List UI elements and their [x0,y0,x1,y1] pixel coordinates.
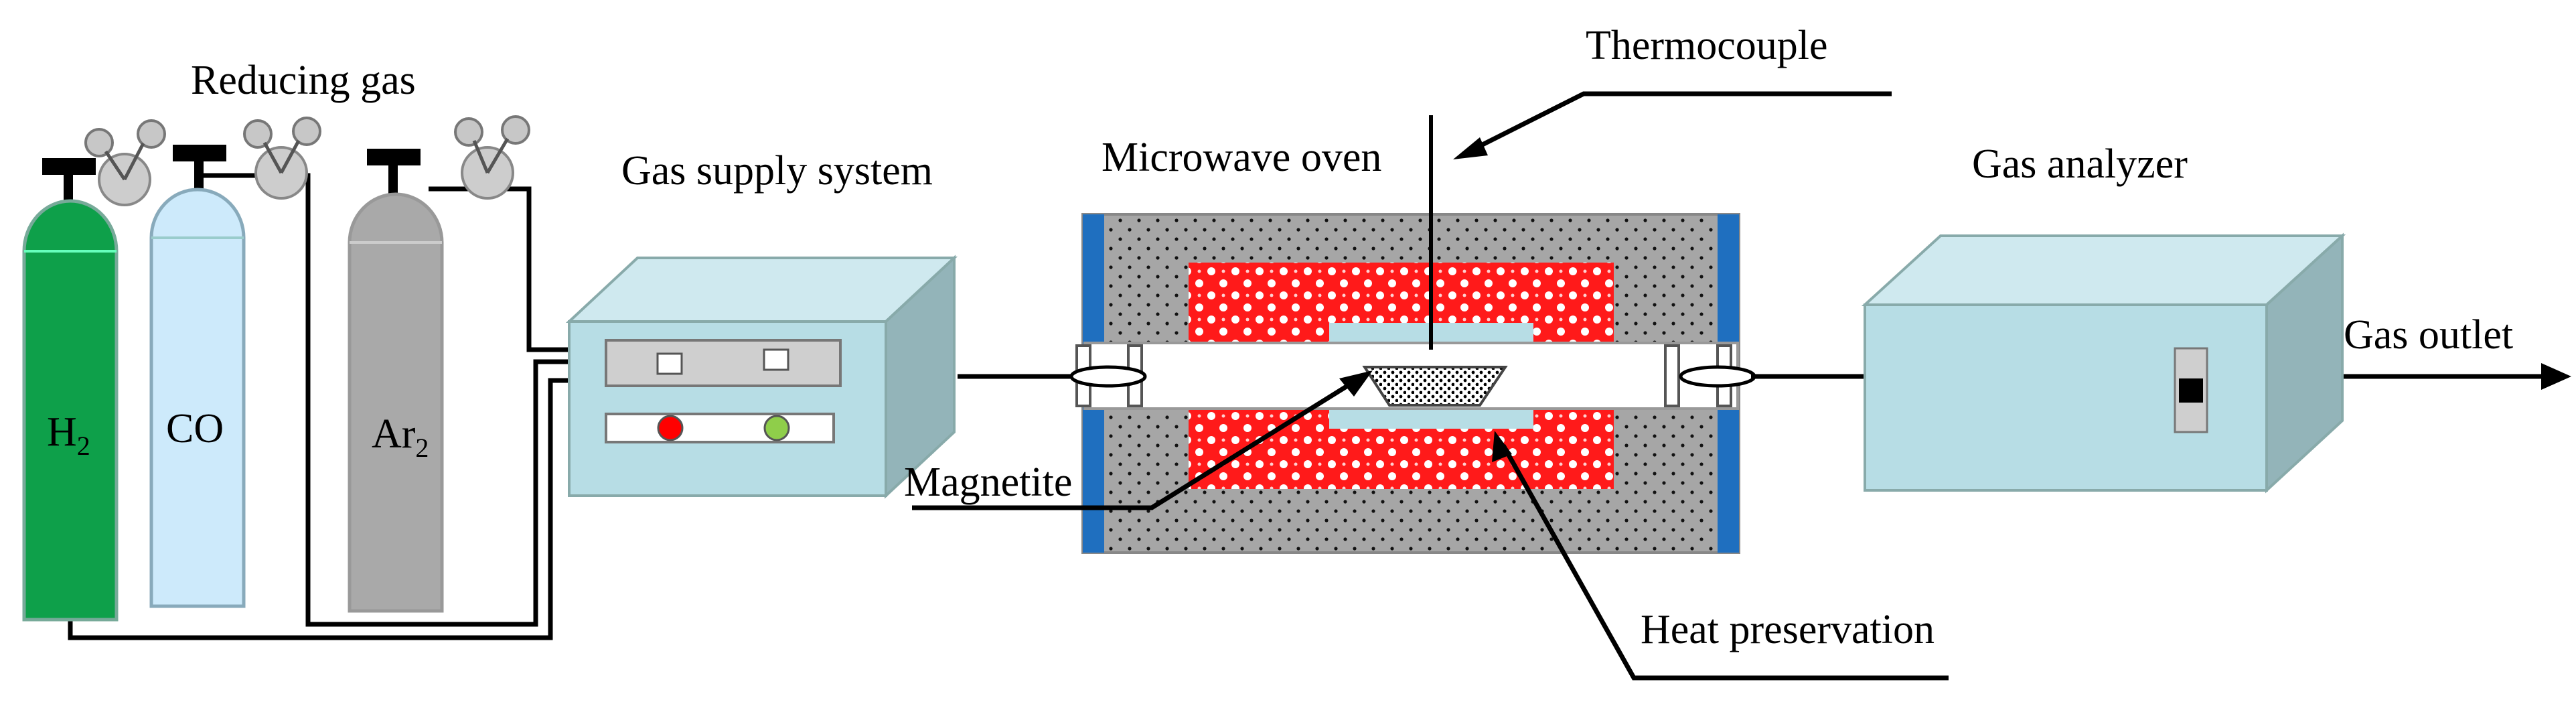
cylinder-co-label: CO [166,406,224,451]
svg-text:Heat preservation: Heat preservation [1641,607,1935,652]
microwave-oven [1069,115,1756,554]
cylinder-co: CO [149,117,321,608]
svg-text:Thermocouple: Thermocouple [1586,23,1828,68]
indicator-red [657,415,684,441]
magnetite-callout: Magnetite [904,370,1373,510]
indicator-green [763,415,790,441]
gas-outlet-arrow [2344,363,2571,390]
label-reducing-gas: Reducing gas [191,58,416,103]
svg-text:Magnetite: Magnetite [904,460,1072,505]
gas-analyzer-box [1861,232,2346,494]
cylinder-ar2: Ar2 [348,115,530,613]
cylinder-h2: H2 [22,119,166,622]
label-gas-outlet: Gas outlet [2344,312,2513,358]
label-microwave-oven: Microwave oven [1102,135,1381,180]
heat-preservation-callout: Heat preservation [1492,431,1949,681]
cylinder-h2-label: H2 [47,409,90,461]
thermocouple-callout: Thermocouple [1453,23,1892,159]
magnetite-sample-boat [1362,366,1508,407]
cylinder-ar2-label: Ar2 [372,411,429,463]
gas-lines [68,159,569,640]
label-gas-supply-system: Gas supply system [621,148,933,194]
label-gas-analyzer: Gas analyzer [1972,141,2188,187]
gas-supply-system-box [565,255,958,499]
